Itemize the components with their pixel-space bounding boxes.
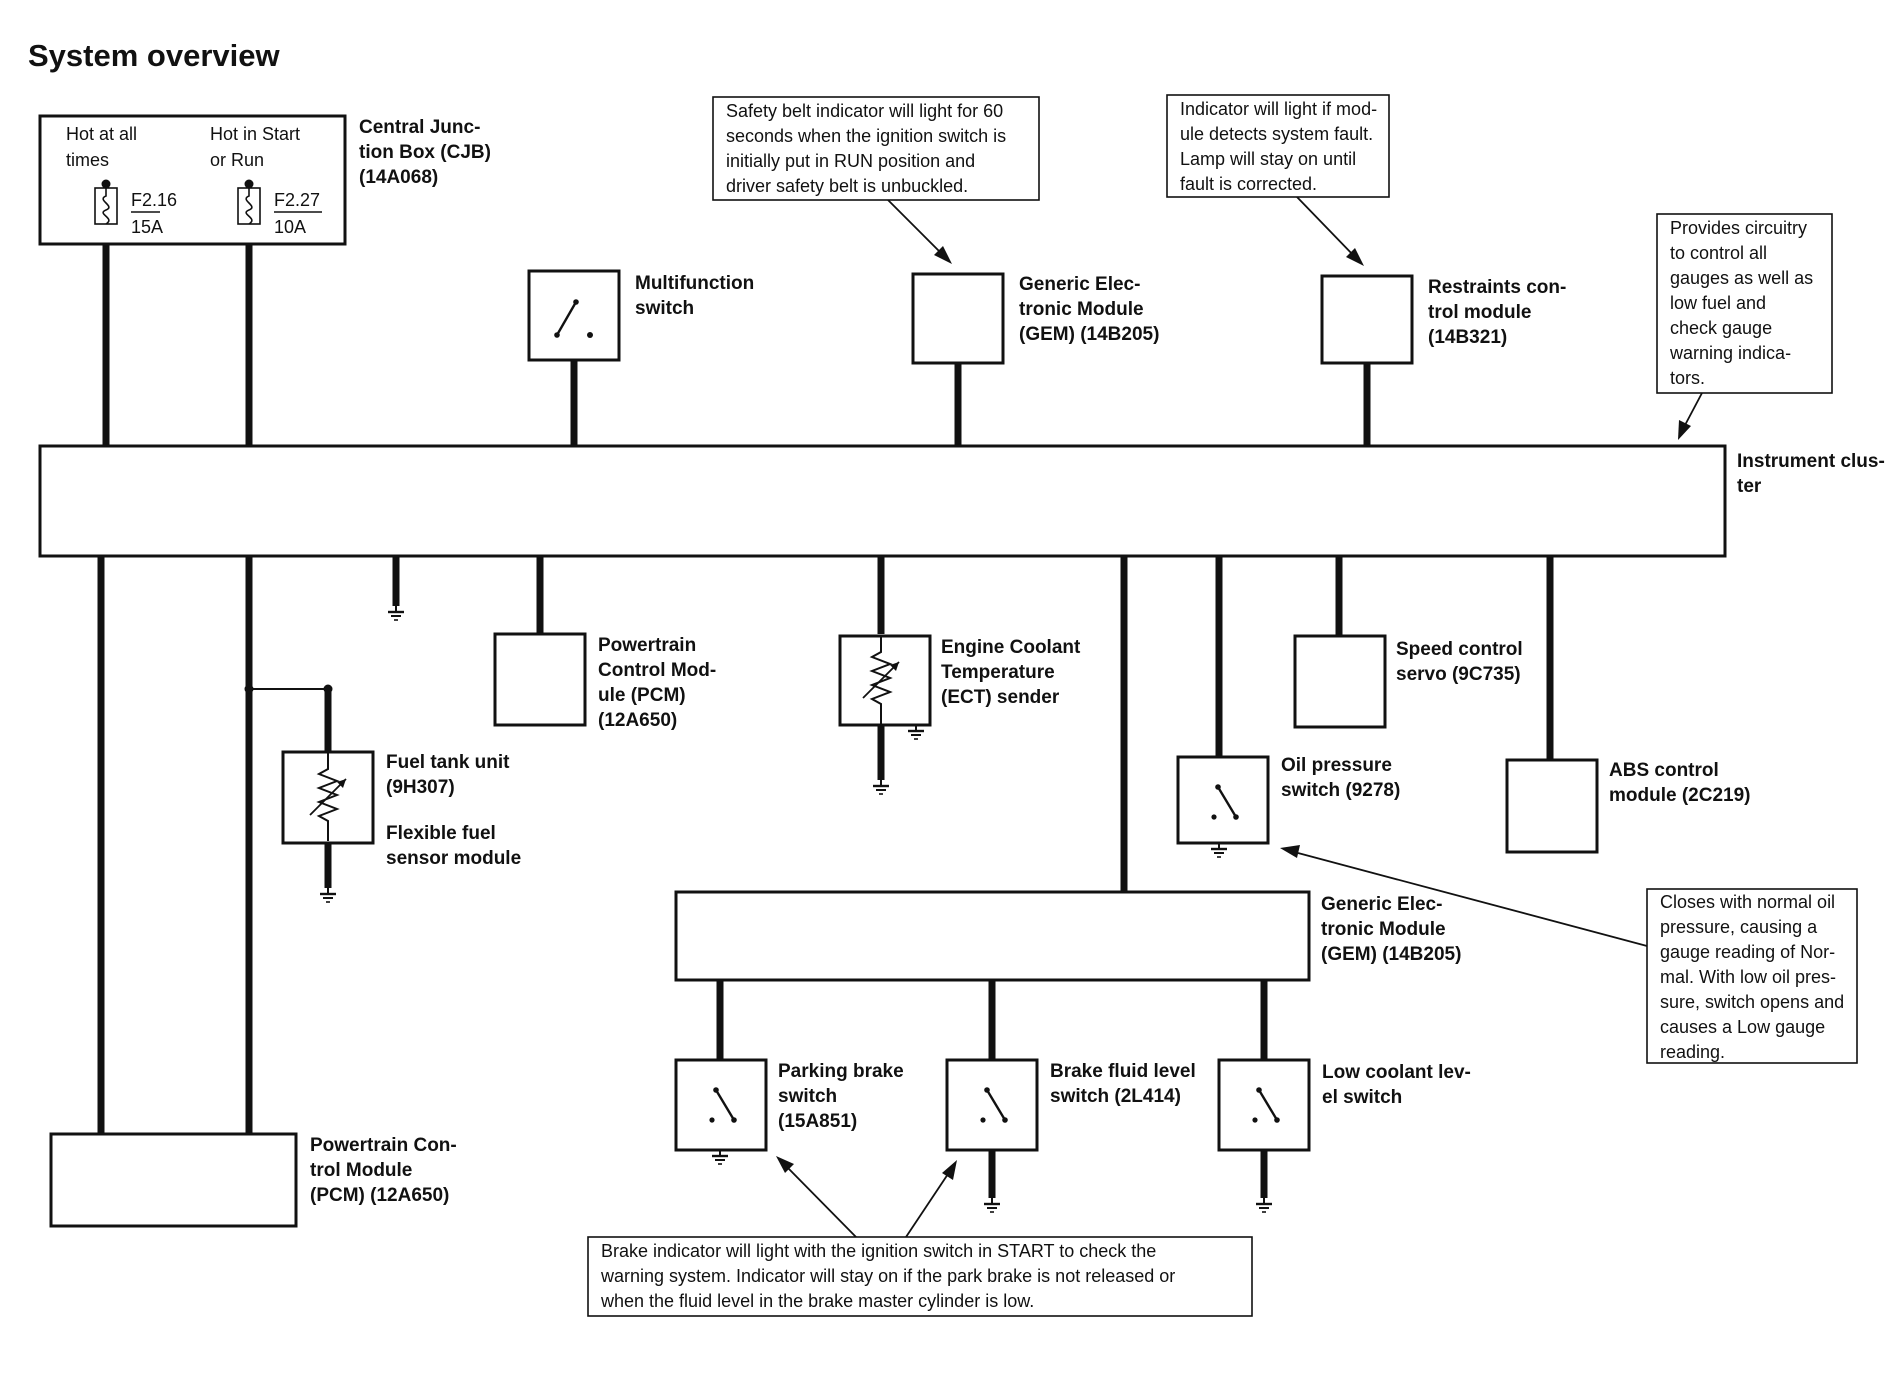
svg-text:10A: 10A (274, 217, 306, 237)
restraints-control-module (1320, 274, 1414, 365)
svg-text:Brake indicator will light wit: Brake indicator will light with the igni… (600, 1241, 1175, 1311)
svg-text:F2.16: F2.16 (131, 190, 177, 210)
instrument-cluster (38, 444, 1727, 558)
callout-arrows (776, 196, 1703, 1238)
gem-module-top (911, 272, 1005, 365)
pcm-module-bottom-label: Powertrain Con-trol Module(PCM) (12A650) (310, 1135, 457, 1206)
fuel-tank-unit (281, 750, 375, 845)
restraints-control-module-label: Restraints con-trol module(14B321) (1428, 277, 1566, 348)
oil-pressure-switch (1176, 755, 1270, 845)
speed-control-servo (1293, 634, 1387, 729)
note-brake-indicator: Brake indicator will light with the igni… (587, 1236, 1253, 1317)
instrument-cluster-label: Instrument clus-ter (1737, 451, 1885, 497)
wiring (97, 240, 1554, 1198)
brake-fluid-level-switch (945, 1058, 1039, 1152)
svg-text:Indicator will light if mod-ul: Indicator will light if mod-ule detects … (1180, 99, 1377, 194)
gem-module-lower (674, 890, 1311, 982)
page-title: System overview (28, 38, 280, 73)
cjb-label: Central Junc-tion Box (CJB)(14A068) (359, 117, 491, 188)
svg-text:F2.27: F2.27 (274, 190, 320, 210)
gem-module-lower-label: Generic Elec-tronic Module(GEM) (14B205) (1321, 894, 1461, 965)
low-coolant-level-switch (1217, 1058, 1311, 1152)
fuel-tank-unit-label: Fuel tank unit(9H307) (386, 752, 510, 798)
pcm-module-bottom (49, 1132, 298, 1228)
ect-sender (838, 634, 932, 727)
svg-text:15A: 15A (131, 217, 163, 237)
low-coolant-level-switch-label: Low coolant lev-el switch (1322, 1062, 1471, 1108)
switch-icon (554, 299, 593, 338)
svg-text:Safety belt indicator will lig: Safety belt indicator will light for 60s… (726, 101, 1006, 196)
multifunction-switch (527, 269, 621, 362)
pcm-module-middle (493, 632, 587, 727)
note-system-fault: Indicator will light if mod-ule detects … (1166, 94, 1390, 198)
abs-control-module (1505, 758, 1599, 854)
gem-module-top-label: Generic Elec-tronic Module(GEM) (14B205) (1019, 274, 1159, 345)
parking-brake-switch (674, 1058, 768, 1152)
